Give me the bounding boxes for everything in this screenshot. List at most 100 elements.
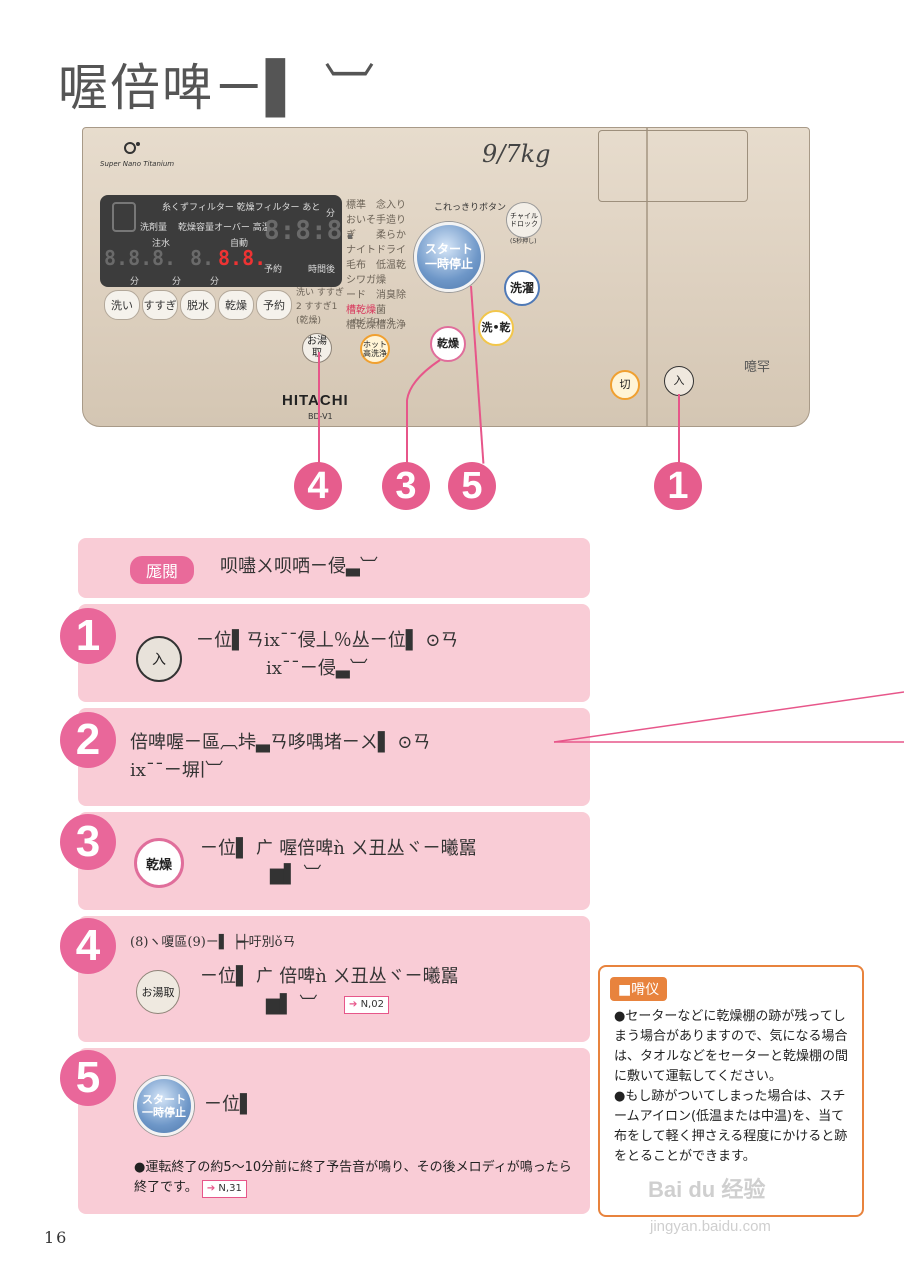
- lcd-rinse: 8.: [152, 246, 177, 270]
- step2-line1: 倍啤喔ㄧ區︹垰▃ㄢ哆喁堵ㄧㄨ▌ ⊙ㄢ: [130, 732, 431, 753]
- step1-on-button: 入: [136, 636, 182, 682]
- step4-pre: (8)ヽ嗄區(9)ㄧ▌ ┝┽吁別ǒㄢ: [130, 935, 296, 950]
- wash-dry-button[interactable]: 洗•乾: [478, 310, 514, 346]
- step-band-2: [78, 708, 590, 806]
- brand-logo-text: Super Nano Titanium: [100, 160, 175, 168]
- power-on-button[interactable]: 入: [664, 366, 694, 396]
- lcd-label-water: 注水: [152, 239, 171, 249]
- step5-line1: ㄧ位▌: [204, 1094, 254, 1115]
- note-box: ■嗗仪 ●セーターなどに乾燥棚の跡が残ってしまう場合がありますので、気になる場合…: [598, 965, 864, 1217]
- callout-line-4: [318, 352, 320, 464]
- power-label: 噫罕: [744, 360, 771, 375]
- step3-line2: ▆▌ ︺: [270, 864, 322, 885]
- prep-text: 呗嚍ㄨ呗哂ㄧ侵▃︺: [220, 556, 378, 577]
- wash-button[interactable]: 洗濯: [504, 270, 540, 306]
- lcd-label-minute-1: 分: [130, 277, 140, 287]
- page-ref-text: N,31: [218, 1183, 242, 1194]
- step1-line2: ix¯¯ㄧ侵▃︺: [266, 658, 368, 679]
- nano-titanium-logo-icon: [118, 140, 142, 158]
- lcd-display: [100, 195, 342, 287]
- mode-label: 槽乾燥: [346, 320, 376, 331]
- prep-badge: 厖閱: [130, 556, 195, 584]
- page-ref-text: N,02: [360, 999, 384, 1010]
- watermark-url: jingyan.baidu.com: [650, 1218, 771, 1235]
- mode-list-right: 念入り 手造り 柔らか ドライ 低温乾燥 消臭除菌 槽洗浄: [376, 198, 410, 333]
- start-pause-button[interactable]: スタート 一時停止: [414, 222, 484, 292]
- lcd-time: 8:8:8.: [264, 216, 358, 246]
- note-heading: ■嗗仪: [610, 977, 668, 1001]
- page-number: 16: [44, 1228, 69, 1247]
- note-body: ●セーターなどに乾燥棚の跡が残ってしまう場合がありますので、気になる場合は、タオ…: [614, 1007, 854, 1167]
- mode-label: 毛布: [346, 260, 366, 271]
- mode-extra: 洗い すすぎ2 すすぎ1 (乾燥): [296, 288, 344, 326]
- mode-label: おいそぎ: [346, 215, 376, 241]
- hot-water-button[interactable]: お湯取: [302, 333, 332, 363]
- step2-line2: ix¯¯ㄧ塀∣︺: [130, 760, 224, 781]
- callout-line-1: [678, 394, 680, 464]
- lcd-label-top-unit: 分: [326, 209, 336, 219]
- model-label: BD-V1: [308, 412, 333, 421]
- lcd-label-detergent: 洗剤量: [140, 223, 168, 233]
- mode-label: 手造り: [376, 215, 406, 226]
- footnote-page-ref[interactable]: ➔ N,31: [201, 1180, 247, 1198]
- step4-page-ref[interactable]: ➔ N,02: [344, 996, 389, 1014]
- dry-button[interactable]: 乾燥: [430, 326, 466, 362]
- lcd-label-after: 時間後: [308, 265, 336, 275]
- step4-line1: ㄧ位▌ ㄬ 倍啤ǹ ㄨ丑丛ヾㄧ曦嚚: [200, 966, 459, 987]
- step-number-4: 4: [60, 918, 116, 974]
- capacity-label: 9/7kg: [482, 140, 551, 168]
- step3-dry-button: 乾燥: [134, 838, 184, 888]
- step4-line2: ▆▌ ︺: [266, 994, 318, 1015]
- footnote-text: ●運転終了の約5～10分前に終了予告音が鳴り、その後メロディが鳴ったら終了です。: [134, 1160, 572, 1195]
- page-title: 喔倍啤ㄧ▌ ︺: [58, 59, 377, 117]
- callout-curve-3: [406, 359, 441, 401]
- callout-line-3: [406, 400, 408, 464]
- mode-label: 標準: [346, 200, 366, 211]
- lcd-label-minute-2: 分: [172, 277, 182, 287]
- step5-start-button: スタート 一時停止: [134, 1076, 194, 1136]
- yoyaku-button[interactable]: 予約: [256, 290, 292, 320]
- watermark-logo: Bai du 经验: [648, 1177, 766, 1202]
- lcd-label-minute-3: 分: [210, 277, 220, 287]
- arrow-right-icon: ➔: [349, 999, 358, 1010]
- mode-label: 槽洗浄: [376, 320, 406, 331]
- lcd-label-auto: 自動: [230, 239, 249, 249]
- dry-course-button[interactable]: 乾燥: [218, 290, 254, 320]
- lcd-wash: 8.8.: [104, 246, 153, 270]
- spin-course-button[interactable]: 脱水: [180, 290, 216, 320]
- callout-number-3: 3: [382, 462, 430, 510]
- wash-course-button[interactable]: 洗い: [104, 290, 140, 320]
- callout-number-1: 1: [654, 462, 702, 510]
- arrow-right-icon: ➔: [206, 1183, 216, 1194]
- callout-number-5: 5: [448, 462, 496, 510]
- step-number-1: 1: [60, 608, 116, 664]
- lcd-spin: 8.: [190, 246, 215, 270]
- lcd-label-top: 糸くずフィルター 乾燥フィルター あと: [162, 203, 321, 213]
- lcd-label-overload: 乾燥容量オーバー 高温: [178, 223, 271, 233]
- lid-section: [646, 128, 811, 426]
- lid-window: [598, 130, 748, 202]
- mode-label: 消臭除菌: [376, 290, 406, 316]
- power-off-button[interactable]: 切: [610, 370, 640, 400]
- kabi-block-label: カビブロック: [352, 317, 394, 325]
- step-number-5: 5: [60, 1050, 116, 1106]
- hot-wash-button[interactable]: ホット 高洗浄: [360, 334, 390, 364]
- mode-label: 槽乾燥: [346, 305, 376, 316]
- step-number-2: 2: [60, 712, 116, 768]
- child-lock-button[interactable]: チャイルドロック: [506, 202, 542, 238]
- maker-logo: HITACHI: [282, 392, 349, 409]
- rinse-course-button[interactable]: すすぎ: [142, 290, 178, 320]
- mode-label: 柔らか: [376, 230, 406, 241]
- detergent-icon: [112, 202, 136, 232]
- mode-list-left: 標準 おいそぎ ナイト 毛布 シワガード 槽乾燥 槽乾燥: [346, 198, 380, 333]
- lcd-label-yoyaku: 予約: [264, 265, 283, 275]
- callout-number-4: 4: [294, 462, 342, 510]
- mode-label: シワガード: [346, 275, 376, 301]
- pointer-lines: [553, 691, 904, 743]
- lcd-dry: 8.8.: [218, 246, 267, 270]
- note-item: ●セーターなどに乾燥棚の跡が残ってしまう場合がありますので、気になる場合は、タオ…: [614, 1009, 849, 1084]
- step4-hot-water-button: お湯取: [136, 970, 180, 1014]
- note-item: ●もし跡がついてしまった場合は、スチームアイロン(低温または中温)を、当て布をし…: [614, 1089, 848, 1164]
- korekiri-label: これっきりボタン: [434, 203, 507, 213]
- child-lock-sub: (5秒押し): [510, 238, 537, 245]
